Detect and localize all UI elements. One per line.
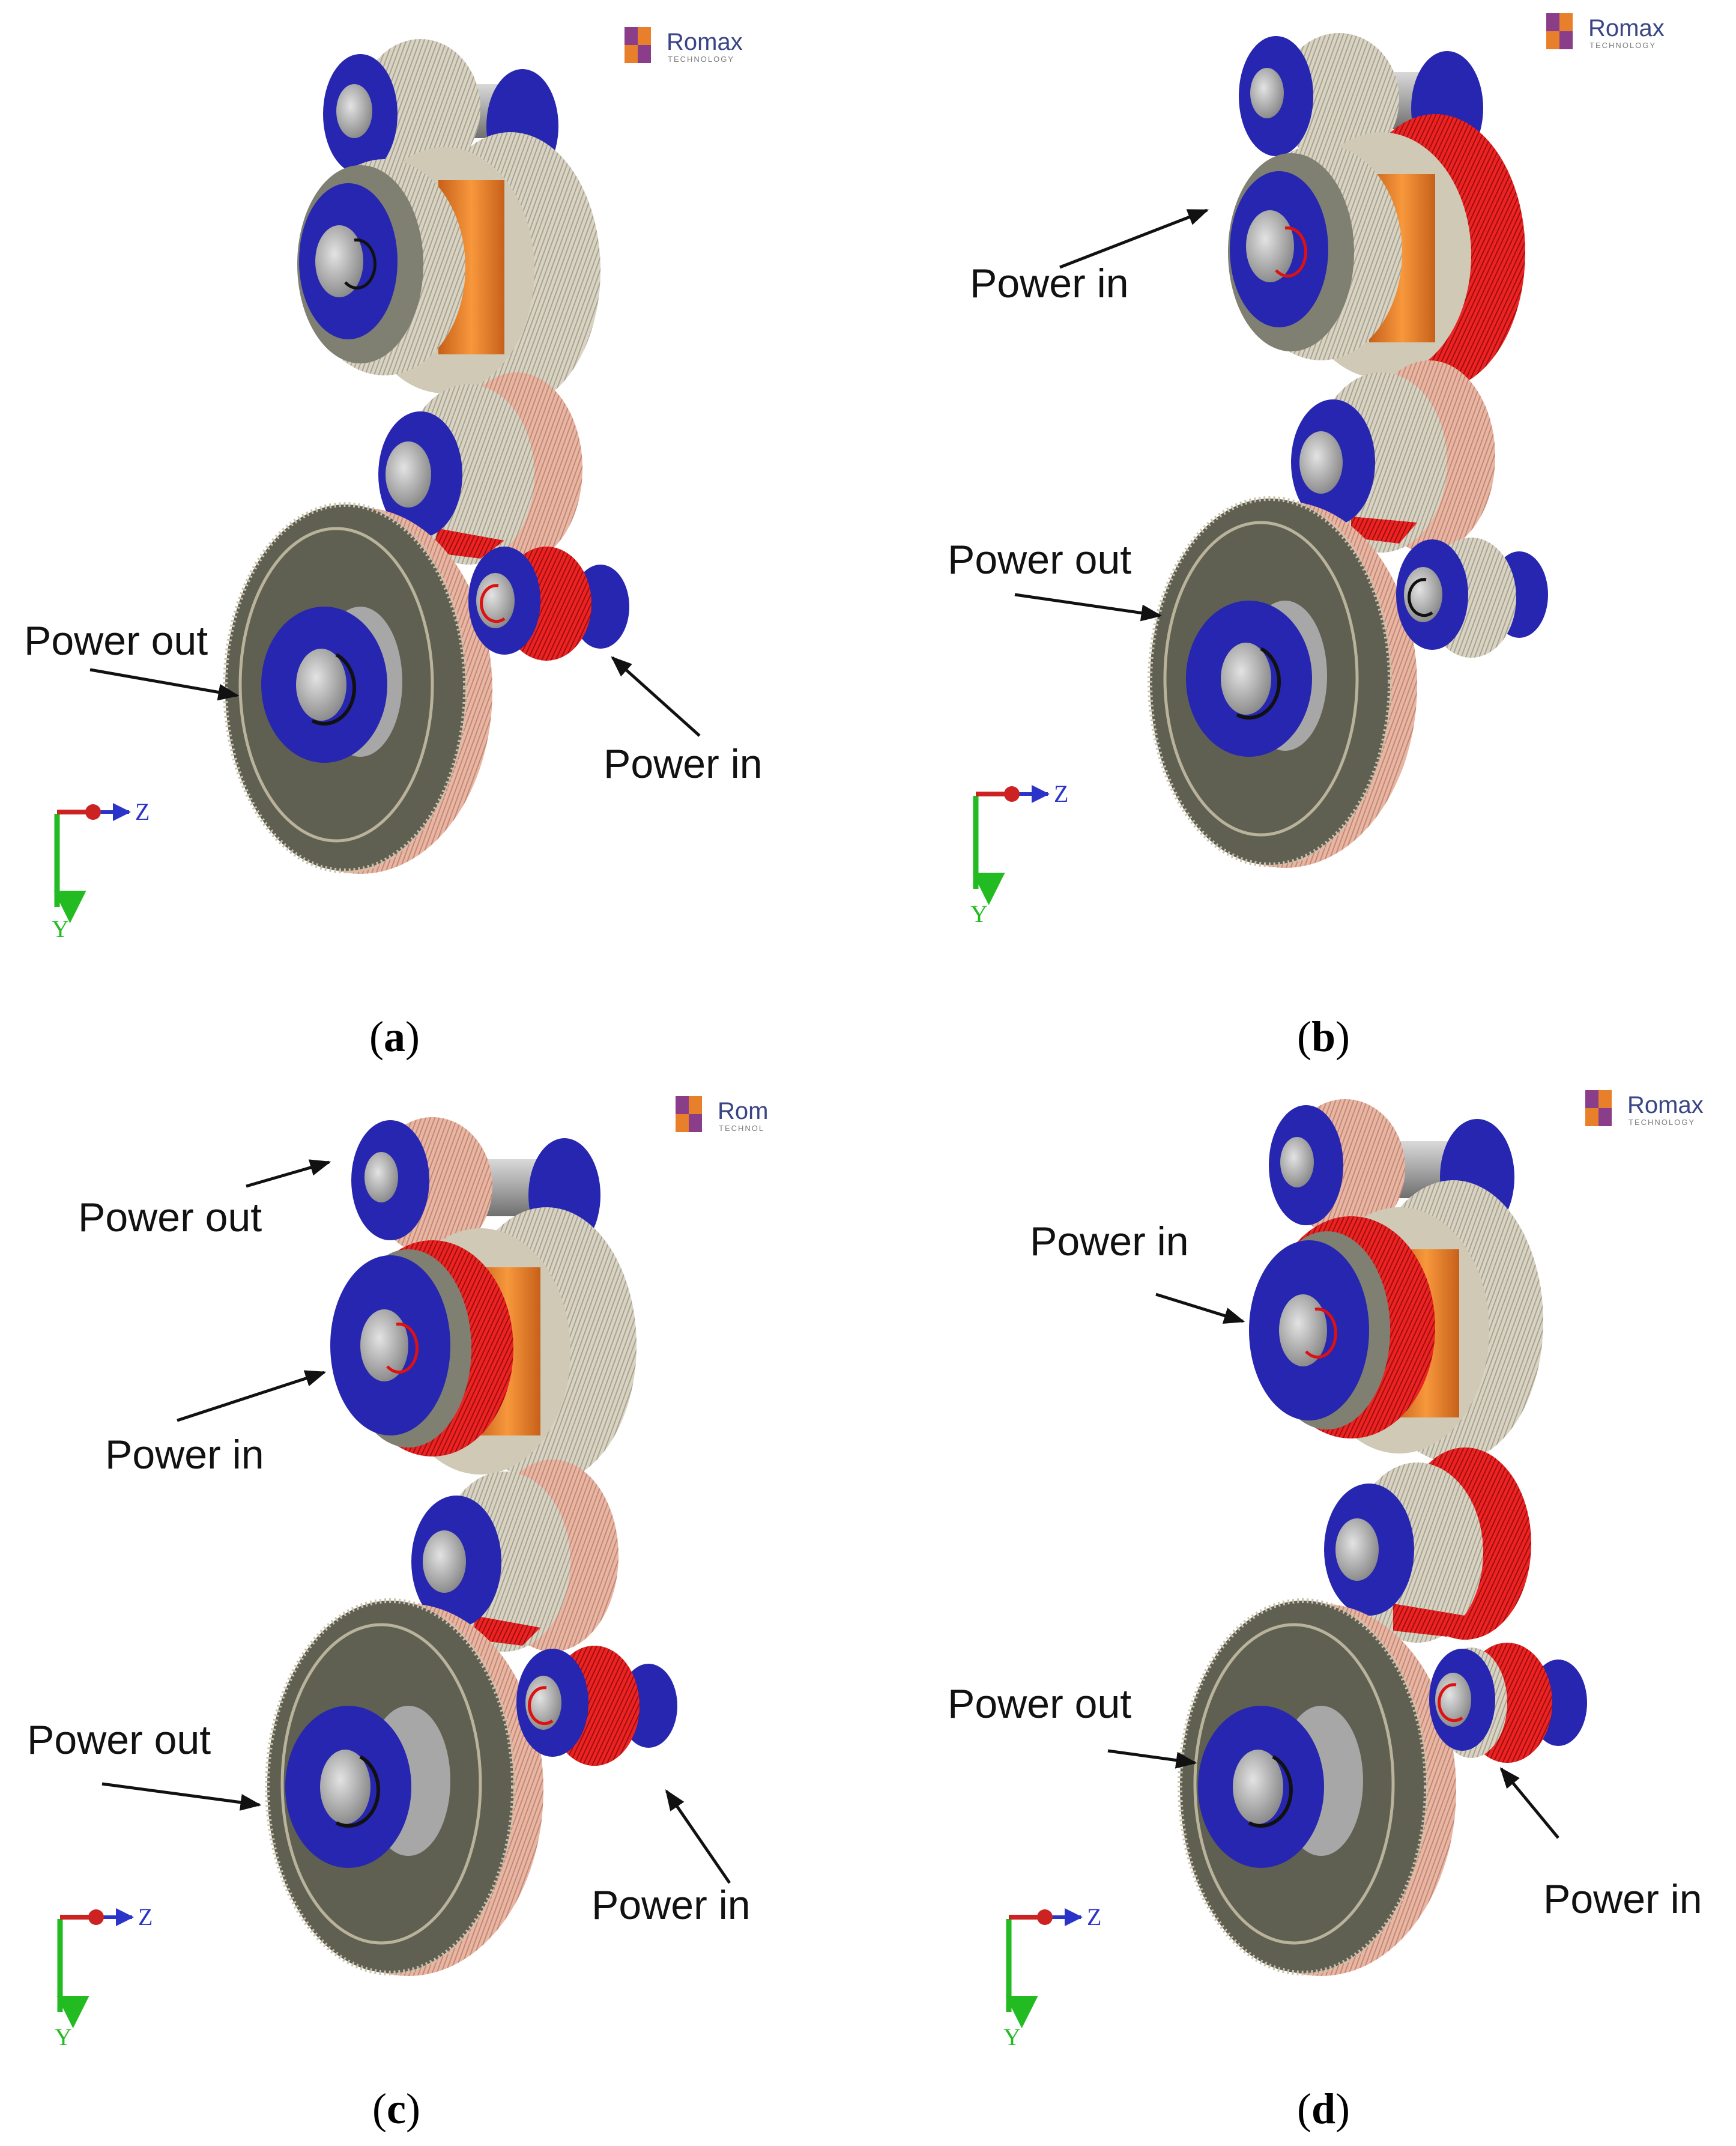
upper-compound-gear <box>330 1207 637 1484</box>
panel-b: Romax TECHNOLOGY <box>948 13 1665 1061</box>
large-output-gear <box>265 1598 543 1976</box>
annotation-label: Power in <box>970 261 1129 306</box>
axis-y-label: Y <box>55 2023 72 2051</box>
axis-z-label: Z <box>135 798 150 825</box>
logo-name: Romax <box>1627 1092 1704 1118</box>
annotation-label: Power out <box>78 1195 262 1240</box>
caption-c: (c) <box>372 2085 420 2133</box>
axis-y-label: Y <box>52 915 69 942</box>
axis-triad: Z Y <box>55 1903 153 2051</box>
annotation-power-out-bottom: Power out <box>27 1717 262 1811</box>
annotation-label: Power in <box>105 1432 264 1478</box>
annotation-label: Power in <box>1030 1219 1189 1264</box>
small-input-pinion <box>1429 1643 1587 1763</box>
annotation-power-in-bottom: Power in <box>591 1789 751 1928</box>
large-output-gear <box>1178 1598 1456 1976</box>
caption-b: (b) <box>1297 1013 1350 1061</box>
logo-sub: TECHNOLOGY <box>668 55 734 64</box>
middle-intermediate-gear <box>1291 360 1495 553</box>
annotation-power-in: Power in <box>970 208 1209 306</box>
logo-sub: TECHNOLOGY <box>1589 41 1656 50</box>
romax-logo: Romax TECHNOLOGY <box>625 27 743 64</box>
logo-name: Romax <box>1588 15 1665 41</box>
middle-intermediate-gear <box>411 1459 618 1652</box>
small-input-pinion <box>516 1646 677 1766</box>
large-output-gear <box>1148 496 1417 868</box>
axis-triad: Z Y <box>970 780 1068 927</box>
panel-a: Romax TECHNOLOGY <box>24 27 763 1061</box>
upper-compound-gear <box>1228 114 1525 390</box>
logo-sub: TECHNOL <box>719 1124 764 1133</box>
small-input-pinion <box>468 547 629 661</box>
annotation-power-in-bottom: Power in <box>1499 1767 1702 1922</box>
middle-intermediate-gear <box>378 372 582 565</box>
large-output-gear <box>223 502 492 874</box>
logo-name: Rom <box>718 1098 768 1124</box>
caption-a: (a) <box>369 1013 420 1061</box>
axis-y-label: Y <box>1003 2023 1021 2051</box>
annotation-label: Power out <box>948 1681 1131 1727</box>
romax-logo: Rom TECHNOL <box>676 1096 768 1133</box>
upper-compound-gear <box>297 132 600 408</box>
annotation-label: Power in <box>1543 1876 1702 1922</box>
small-input-pinion <box>1396 538 1548 658</box>
axis-z-label: Z <box>1087 1903 1101 1930</box>
annotation-power-out: Power out <box>24 618 240 701</box>
annotation-label: Power out <box>24 618 208 664</box>
annotation-power-in: Power in <box>603 656 763 787</box>
annotation-label: Power in <box>591 1882 751 1928</box>
axis-triad: Z Y <box>1003 1903 1101 2051</box>
panel-c: Rom TECHNOL <box>27 1096 768 2133</box>
annotation-power-out: Power out <box>948 1681 1197 1769</box>
axis-triad: Z Y <box>52 798 150 942</box>
caption-d: (d) <box>1297 2085 1350 2133</box>
annotation-power-out: Power out <box>948 537 1163 622</box>
logo-name: Romax <box>667 29 743 55</box>
axis-z-label: Z <box>138 1903 153 1930</box>
axis-z-label: Z <box>1054 780 1068 807</box>
upper-compound-gear <box>1249 1180 1543 1462</box>
panel-d: Romax TECHNOLOGY <box>948 1090 1704 2133</box>
annotation-power-in-top: Power in <box>1030 1219 1245 1324</box>
romax-logo: Romax TECHNOLOGY <box>1546 13 1665 50</box>
middle-intermediate-gear <box>1324 1447 1531 1643</box>
annotation-label: Power out <box>948 537 1131 583</box>
annotation-power-in-top: Power in <box>105 1370 327 1478</box>
annotation-label: Power out <box>27 1717 211 1763</box>
axis-y-label: Y <box>970 900 988 927</box>
annotation-label: Power in <box>603 741 763 787</box>
annotation-power-out-top: Power out <box>78 1159 331 1240</box>
logo-sub: TECHNOLOGY <box>1629 1118 1695 1127</box>
romax-logo: Romax TECHNOLOGY <box>1585 1090 1704 1127</box>
